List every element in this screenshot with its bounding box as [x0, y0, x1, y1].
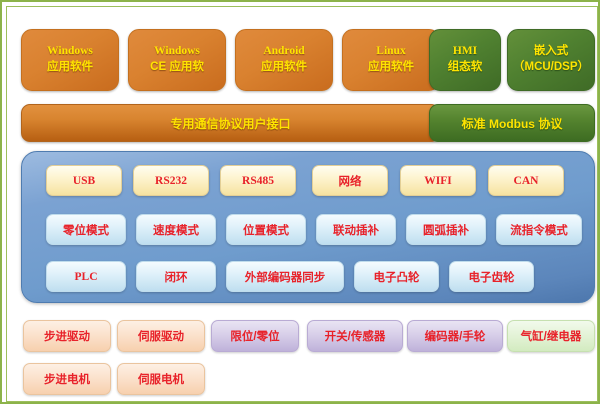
app-card-line2: 应用软件 — [261, 61, 307, 73]
hardware-button-label: 伺服驱动 — [138, 331, 184, 343]
private-protocol-bar[interactable]: 专用通信协议用户接口 — [21, 104, 440, 142]
hardware-button-label: 步进驱动 — [44, 331, 90, 343]
mode-button-label: 圆弧插补 — [423, 224, 469, 237]
app-card-line1: Android — [263, 45, 305, 58]
app-card-line2: （MCU/DSP） — [512, 61, 590, 73]
mode-button-linkage-interpolation[interactable]: 联动插补 — [316, 214, 396, 245]
hardware-button-label: 开关/传感器 — [324, 331, 386, 343]
diagram-frame-inner: Windows 应用软件 Windows CE 应用软 Android 应用软件… — [6, 6, 598, 402]
mode-button-label: 速度模式 — [153, 224, 199, 237]
app-card-line2: 应用软件 — [368, 61, 414, 73]
function-button-label: 闭环 — [164, 271, 188, 284]
app-card-android[interactable]: Android 应用软件 — [235, 29, 333, 91]
mode-button-position[interactable]: 位置模式 — [226, 214, 306, 245]
app-card-line1: 嵌入式 — [533, 45, 569, 58]
bus-button-label: WIFI — [424, 174, 452, 187]
mode-button-speed[interactable]: 速度模式 — [136, 214, 216, 245]
mode-button-arc-interpolation[interactable]: 圆弧插补 — [406, 214, 486, 245]
function-button-electronic-cam[interactable]: 电子凸轮 — [354, 261, 439, 292]
hardware-button-label: 伺服电机 — [138, 374, 184, 386]
app-card-line1: Linux — [376, 45, 406, 58]
function-button-closed-loop[interactable]: 闭环 — [136, 261, 216, 292]
hardware-button-label: 编码器/手轮 — [424, 331, 486, 343]
bus-button-rs232[interactable]: RS232 — [133, 165, 209, 196]
app-card-linux[interactable]: Linux 应用软件 — [342, 29, 440, 91]
function-button-external-encoder-sync[interactable]: 外部编码器同步 — [226, 261, 344, 292]
bus-button-label: RS232 — [155, 174, 187, 187]
app-card-line2: 组态软 — [447, 61, 483, 73]
mode-button-stream-command[interactable]: 流指令模式 — [496, 214, 582, 245]
function-button-label: PLC — [74, 270, 98, 283]
app-card-line1: HMI — [452, 45, 478, 58]
app-card-line2: 应用软件 — [47, 61, 93, 73]
hardware-button-limit-zero[interactable]: 限位/零位 — [211, 320, 299, 352]
app-card-windows[interactable]: Windows 应用软件 — [21, 29, 119, 91]
hardware-button-label: 限位/零位 — [230, 331, 280, 343]
app-card-windows-ce[interactable]: Windows CE 应用软 — [128, 29, 226, 91]
private-protocol-label: 专用通信协议用户接口 — [170, 116, 291, 131]
bus-button-label: CAN — [513, 174, 539, 187]
app-card-line1: Windows — [154, 45, 200, 58]
core-layer-panel: USB RS232 RS485 网络 WIFI CAN — [21, 151, 595, 303]
bus-button-label: USB — [72, 174, 96, 187]
app-card-line1: Windows — [47, 45, 93, 58]
function-button-label: 电子齿轮 — [468, 271, 515, 284]
hardware-button-label: 步进电机 — [44, 374, 90, 386]
function-button-electronic-gear[interactable]: 电子齿轮 — [449, 261, 534, 292]
app-card-hmi[interactable]: HMI 组态软 — [429, 29, 501, 91]
app-card-line2: CE 应用软 — [150, 61, 204, 73]
hardware-button-cylinder-relay[interactable]: 气缸/继电器 — [507, 320, 595, 352]
mode-button-label: 位置模式 — [243, 224, 289, 237]
function-button-label: 外部编码器同步 — [244, 271, 326, 284]
mode-button-label: 联动插补 — [333, 224, 379, 237]
hardware-button-servo-motor[interactable]: 伺服电机 — [117, 363, 205, 395]
bus-button-label: 网络 — [338, 175, 362, 188]
function-button-label: 电子凸轮 — [373, 271, 420, 284]
mode-button-label: 零位模式 — [63, 224, 109, 237]
bus-button-network[interactable]: 网络 — [312, 165, 388, 196]
bus-button-rs485[interactable]: RS485 — [220, 165, 296, 196]
bus-button-can[interactable]: CAN — [488, 165, 564, 196]
hardware-button-servo-driver[interactable]: 伺服驱动 — [117, 320, 205, 352]
mode-button-zero[interactable]: 零位模式 — [46, 214, 126, 245]
app-card-embedded[interactable]: 嵌入式 （MCU/DSP） — [507, 29, 595, 91]
function-button-plc[interactable]: PLC — [46, 261, 126, 292]
hardware-button-switch-sensor[interactable]: 开关/传感器 — [307, 320, 403, 352]
bus-button-label: RS485 — [242, 174, 274, 187]
bus-button-wifi[interactable]: WIFI — [400, 165, 476, 196]
hardware-button-stepper-driver[interactable]: 步进驱动 — [23, 320, 111, 352]
hardware-button-label: 气缸/继电器 — [520, 331, 582, 343]
standard-protocol-bar[interactable]: 标准 Modbus 协议 — [429, 104, 595, 142]
mode-button-label: 流指令模式 — [510, 224, 568, 237]
hardware-button-encoder-handwheel[interactable]: 编码器/手轮 — [407, 320, 503, 352]
standard-protocol-label: 标准 Modbus 协议 — [461, 116, 563, 131]
hardware-button-stepper-motor[interactable]: 步进电机 — [23, 363, 111, 395]
bus-button-usb[interactable]: USB — [46, 165, 122, 196]
